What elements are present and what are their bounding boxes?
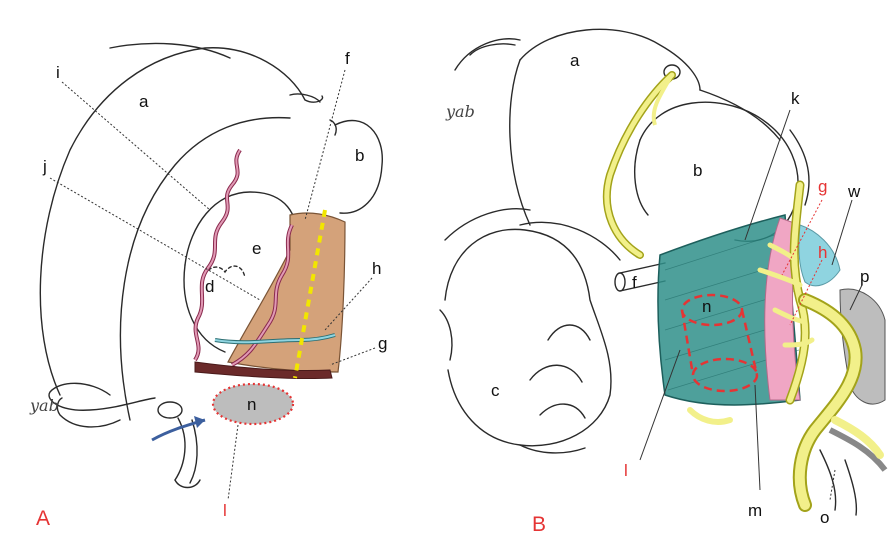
label-a-h: h xyxy=(372,260,381,277)
label-b-w: w xyxy=(848,183,860,200)
label-b-o: o xyxy=(820,509,829,526)
panel-label-b: B xyxy=(532,514,546,535)
signature-a: yab xyxy=(30,398,59,414)
label-a-d: d xyxy=(205,278,214,295)
label-a-f: f xyxy=(345,50,350,67)
panel-label-a: A xyxy=(36,508,50,529)
label-b-n: n xyxy=(702,298,711,315)
label-b-a: a xyxy=(570,52,579,69)
label-a-e: e xyxy=(252,240,261,257)
label-b-h: h xyxy=(818,244,827,261)
label-a-a: a xyxy=(139,93,148,110)
label-b-l: l xyxy=(624,462,628,479)
label-b-k: k xyxy=(791,90,800,107)
label-a-l: l xyxy=(223,502,227,519)
label-a-b: b xyxy=(355,147,364,164)
label-b-f: f xyxy=(632,274,637,291)
label-a-j: j xyxy=(43,158,47,175)
label-a-i: i xyxy=(56,64,60,81)
pink-vessel-a1 xyxy=(195,150,240,360)
signature-b: yab xyxy=(446,104,475,120)
label-b-p: p xyxy=(860,268,869,285)
label-b-g: g xyxy=(818,178,827,195)
label-a-g: g xyxy=(378,335,387,352)
label-b-m: m xyxy=(748,502,762,519)
label-b-c: c xyxy=(491,382,500,399)
label-a-n: n xyxy=(247,396,256,413)
label-b-b: b xyxy=(693,162,702,179)
